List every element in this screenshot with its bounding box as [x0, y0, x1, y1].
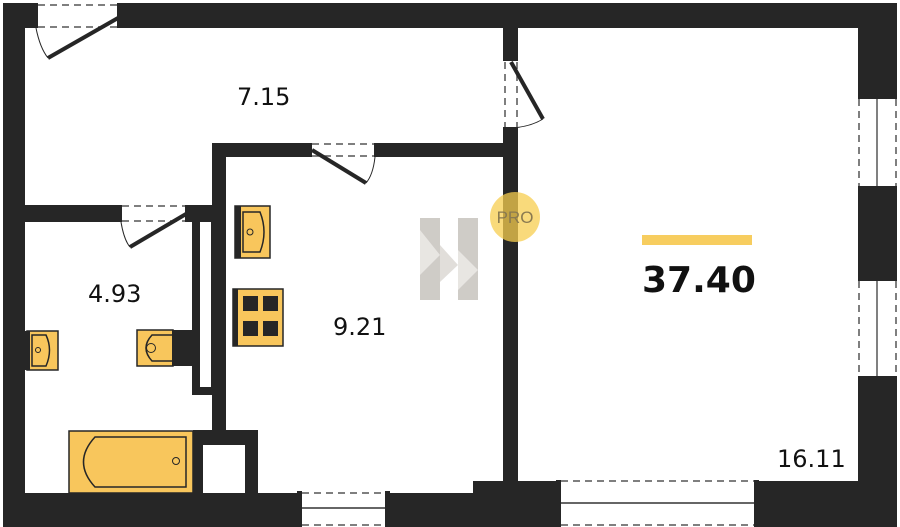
entrance-door — [32, 3, 123, 60]
bathroom-sink-icon — [25, 330, 59, 371]
window-kitchen — [297, 491, 390, 527]
room-area-hall: 7.15 — [237, 83, 290, 111]
room-area-living-room: 16.11 — [777, 445, 846, 473]
brand-logo — [420, 218, 478, 300]
bathtub-icon — [68, 430, 194, 494]
pro-badge: PRO — [490, 192, 540, 242]
room-area-bathroom: 4.93 — [88, 280, 141, 308]
pro-badge-label: PRO — [497, 208, 534, 227]
toilet-icon — [136, 329, 192, 367]
kitchen-sink-icon — [234, 205, 271, 259]
kitchen-door — [306, 143, 380, 185]
bathroom-door — [116, 205, 191, 249]
room-area-kitchen: 9.21 — [333, 313, 386, 341]
window-room — [556, 480, 759, 527]
accent-bar — [642, 235, 752, 245]
window-right-top — [858, 94, 897, 191]
window-right-bottom — [858, 276, 897, 381]
room-door — [503, 56, 545, 132]
stove-icon — [232, 288, 284, 347]
walls — [3, 3, 897, 527]
total-area: 37.40 — [642, 260, 756, 301]
